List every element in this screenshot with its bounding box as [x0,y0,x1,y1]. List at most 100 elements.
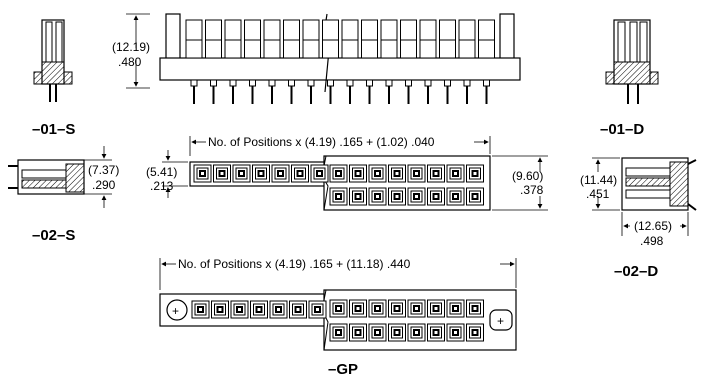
contact-cell [310,164,329,183]
contact-cell [446,164,465,183]
plus-icon: + [489,309,513,331]
front-cavity [322,19,339,59]
side-view-02-s [8,159,85,195]
contact-cell [329,187,348,206]
contact-cell [446,299,465,318]
front-cavity [185,19,203,59]
contact-cell [252,164,270,183]
contact-cell [407,299,426,318]
contact-cell [388,187,406,206]
contact-cell [388,323,406,342]
contact-cell [232,164,251,183]
front-cavity [458,19,476,59]
front-pin [288,79,295,104]
contact-cell [368,187,387,206]
label-02-d: –02–D [614,263,658,280]
height-mm: (12.19) [112,40,150,54]
contact-cell [329,299,348,318]
pitch-in: .213 [150,179,174,193]
front-cavity [283,19,300,59]
front-cavity [302,19,320,59]
front-cavity [341,19,359,59]
contact-cell [289,300,307,319]
contact-cell [191,300,210,319]
contact-cell [368,323,387,342]
s02-in: .290 [92,178,116,192]
front-pin [483,79,490,104]
top-view-02 [189,155,491,211]
front-pin [268,79,276,104]
side-view-01-s [33,19,73,102]
contact-cell [427,323,445,342]
contact-cell [466,164,484,183]
contact-cell [329,323,348,342]
contact-cell [230,300,249,319]
front-pin [385,79,393,104]
front-cavity [205,19,222,59]
contact-cell [368,164,387,183]
label-gp: –GP [328,361,358,378]
gp-top-view: + + [159,289,517,351]
row-height-mm: (9.60) [512,169,543,183]
front-cavity [224,19,242,59]
label-01-s: –01–S [32,121,75,138]
contact-cell [388,299,406,318]
front-pin [346,79,354,104]
front-cavity [400,19,417,59]
front-pin [229,79,237,104]
contact-cell [271,164,290,183]
front-cavity [419,19,437,59]
length-formula-single: No. of Positions x (4.19) .165 + (1.02) … [208,135,435,149]
d02-height-in: .451 [586,187,610,201]
d02-width-mm: (12.65) [634,219,672,233]
front-pin [444,79,451,104]
contact-cell [427,187,445,206]
front-pin [405,79,412,104]
contact-cell [193,164,212,183]
height-in: .480 [118,55,142,69]
contact-cell [308,300,327,319]
front-pin [210,79,217,104]
contact-cell [213,164,231,183]
d02-height-mm: (11.44) [580,173,617,187]
pitch-mm: (5.41) [146,165,177,179]
front-pin [366,79,373,104]
front-cavity [263,19,281,59]
contact-cell [407,323,426,342]
contact-cell [368,299,387,318]
front-view [159,13,521,104]
contact-cell [329,164,348,183]
front-pin [307,79,315,104]
contact-cell [250,300,268,319]
front-pin [190,79,198,104]
contact-cell [427,299,445,318]
contact-cell [446,323,465,342]
svg-text:+: + [497,314,504,328]
plus-icon: + [166,299,188,321]
contact-cell [388,164,406,183]
contact-cell [466,323,484,342]
label-01-d: –01–D [600,121,644,138]
side-view-02-d [621,157,697,211]
contact-cell [269,300,288,319]
contact-cell [349,299,367,318]
contact-cell [211,300,229,319]
contact-cell [291,164,309,183]
d02-width-in: .498 [640,234,664,248]
front-cavity [478,19,495,59]
contact-cell [349,323,367,342]
label-02-s: –02–S [32,227,75,244]
contact-cell [427,164,445,183]
front-cavity [361,19,378,59]
front-cavity [439,19,456,59]
front-pin [424,79,432,104]
side-view-01-d [605,19,659,104]
front-cavity [380,19,398,59]
contact-cell [349,187,367,206]
row-height-in: .378 [520,183,544,197]
svg-text:+: + [172,304,179,318]
contact-cell [466,187,484,206]
length-formula-gp: No. of Positions x (4.19) .165 + (11.18)… [178,257,411,271]
front-pin [327,79,334,104]
